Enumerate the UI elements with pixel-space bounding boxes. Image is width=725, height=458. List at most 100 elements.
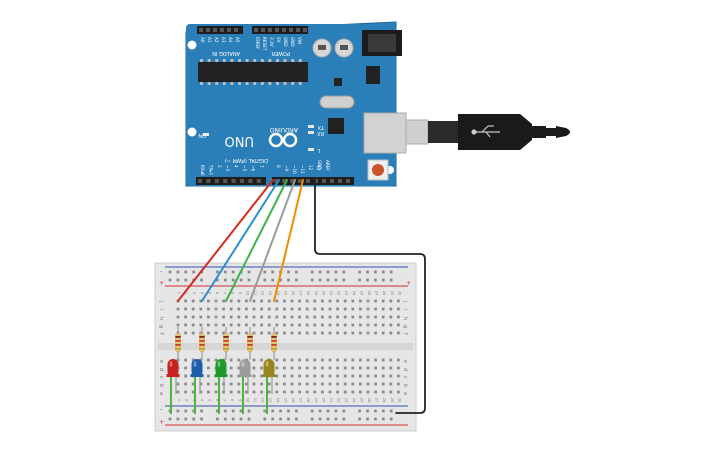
rail-hole[interactable] (184, 278, 188, 282)
breadboard-hole[interactable] (237, 382, 241, 386)
wire-orange[interactable] (273, 179, 304, 302)
breadboard-hole[interactable] (351, 366, 355, 370)
breadboard-hole[interactable] (214, 331, 218, 335)
breadboard-hole[interactable] (397, 299, 400, 303)
breadboard-hole[interactable] (305, 315, 309, 319)
breadboard-hole[interactable] (298, 358, 301, 362)
breadboard-hole[interactable] (313, 374, 317, 378)
breadboard-hole[interactable] (260, 315, 263, 319)
rail-hole[interactable] (358, 278, 361, 282)
breadboard-hole[interactable] (245, 382, 248, 386)
breadboard-hole[interactable] (252, 323, 256, 327)
breadboard-hole[interactable] (275, 299, 279, 303)
rail-hole[interactable] (231, 278, 235, 282)
breadboard-hole[interactable] (366, 323, 370, 327)
header-pin[interactable] (206, 179, 211, 183)
breadboard-hole[interactable] (275, 374, 279, 378)
rail-hole[interactable] (366, 270, 369, 274)
rail-hole[interactable] (358, 417, 361, 421)
breadboard-hole[interactable] (351, 331, 355, 335)
breadboard-hole[interactable] (229, 299, 233, 303)
breadboard-hole[interactable] (389, 374, 393, 378)
breadboard-hole[interactable] (191, 358, 195, 362)
breadboard-hole[interactable] (359, 366, 362, 370)
breadboard-hole[interactable] (267, 307, 271, 311)
breadboard-hole[interactable] (222, 299, 225, 303)
breadboard-hole[interactable] (207, 299, 210, 303)
breadboard-hole[interactable] (260, 323, 263, 327)
breadboard-hole[interactable] (397, 331, 400, 335)
breadboard-hole[interactable] (207, 358, 210, 362)
breadboard-hole[interactable] (191, 307, 195, 311)
rail-hole[interactable] (358, 270, 361, 274)
rail-hole[interactable] (223, 278, 227, 282)
arduino-uno-board[interactable]: UNO ARDUINO ANALOG IN POWER DIGITAL (PWM… (185, 21, 407, 187)
breadboard-hole[interactable] (336, 390, 339, 394)
breadboard-hole[interactable] (214, 358, 218, 362)
breadboard-hole[interactable] (351, 307, 355, 311)
rail-hole[interactable] (231, 270, 235, 274)
header-pin[interactable] (303, 28, 307, 32)
rail-hole[interactable] (381, 270, 385, 274)
rail-hole[interactable] (287, 278, 290, 282)
breadboard-hole[interactable] (229, 323, 233, 327)
rail-hole[interactable] (239, 409, 243, 413)
breadboard-hole[interactable] (184, 358, 187, 362)
breadboard-hole[interactable] (290, 323, 294, 327)
rail-hole[interactable] (318, 409, 322, 413)
breadboard-hole[interactable] (374, 374, 377, 378)
breadboard-hole[interactable] (359, 307, 362, 311)
breadboard-hole[interactable] (290, 307, 294, 311)
breadboard-hole[interactable] (229, 366, 233, 370)
breadboard-hole[interactable] (222, 307, 225, 311)
breadboard-hole[interactable] (336, 315, 339, 319)
header-pin[interactable] (298, 179, 302, 183)
rail-hole[interactable] (216, 270, 219, 274)
header-pin[interactable] (338, 179, 342, 183)
rail-hole[interactable] (216, 409, 219, 413)
rail-hole[interactable] (326, 409, 330, 413)
breadboard-hole[interactable] (381, 323, 385, 327)
breadboard-hole[interactable] (343, 299, 347, 303)
rail-hole[interactable] (176, 270, 180, 274)
breadboard-hole[interactable] (199, 323, 203, 327)
rail-hole[interactable] (192, 270, 196, 274)
rail-hole[interactable] (271, 417, 275, 421)
rail-hole[interactable] (247, 278, 251, 282)
rail-hole[interactable] (239, 417, 243, 421)
breadboard-hole[interactable] (321, 374, 324, 378)
breadboard-hole[interactable] (374, 382, 377, 386)
header-pin[interactable] (220, 28, 224, 32)
breadboard-hole[interactable] (260, 299, 263, 303)
rail-hole[interactable] (326, 270, 330, 274)
breadboard-hole[interactable] (290, 315, 294, 319)
breadboard-hole[interactable] (191, 299, 195, 303)
breadboard-hole[interactable] (313, 358, 317, 362)
breadboard-hole[interactable] (298, 382, 301, 386)
breadboard-hole[interactable] (252, 331, 256, 335)
breadboard-hole[interactable] (245, 315, 248, 319)
breadboard-hole[interactable] (184, 382, 187, 386)
rail-hole[interactable] (168, 278, 172, 282)
breadboard-hole[interactable] (389, 299, 393, 303)
breadboard-hole[interactable] (343, 366, 347, 370)
rail-hole[interactable] (374, 278, 377, 282)
breadboard-hole[interactable] (351, 382, 355, 386)
breadboard-hole[interactable] (366, 374, 370, 378)
rail-hole[interactable] (374, 270, 377, 274)
breadboard-hole[interactable] (275, 358, 279, 362)
breadboard-hole[interactable] (313, 382, 317, 386)
breadboard-hole[interactable] (207, 374, 210, 378)
breadboard-hole[interactable] (290, 331, 294, 335)
breadboard-hole[interactable] (267, 315, 271, 319)
breadboard-hole[interactable] (290, 390, 294, 394)
header-pin[interactable] (314, 179, 318, 183)
rail-hole[interactable] (318, 278, 322, 282)
rail-hole[interactable] (381, 409, 385, 413)
breadboard-hole[interactable] (222, 331, 225, 335)
resistor[interactable] (199, 327, 205, 360)
breadboard-hole[interactable] (207, 390, 210, 394)
breadboard-hole[interactable] (313, 315, 317, 319)
breadboard-hole[interactable] (313, 323, 317, 327)
breadboard-hole[interactable] (313, 307, 317, 311)
